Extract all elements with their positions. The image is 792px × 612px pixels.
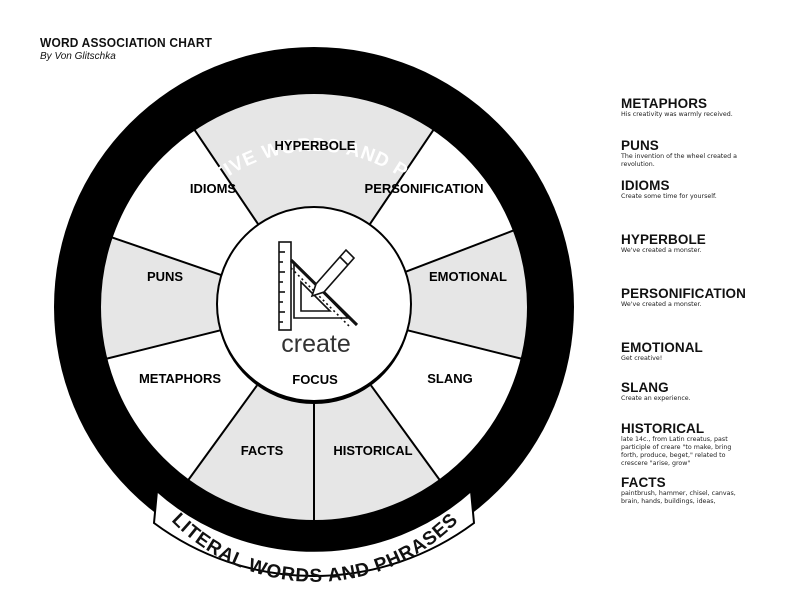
segment-metaphors <box>106 330 257 481</box>
segment-label-puns: PUNS <box>147 269 183 284</box>
segment-label-facts: FACTS <box>241 443 284 458</box>
segment-labels: HYPERBOLE PERSONIFICATION EMOTIONAL SLANG HI… <box>139 138 507 458</box>
segment-label-slang: SLANG <box>427 371 473 386</box>
segment-label-hyperbole: HYPERBOLE <box>275 138 356 153</box>
segment-divider <box>367 129 435 228</box>
segment-label-personification: PERSONIFICATION <box>365 181 484 196</box>
segment-dividers <box>106 129 522 521</box>
segment-label-idioms: IDIOMS <box>190 181 237 196</box>
segment-divider <box>404 229 515 274</box>
segment-facts <box>188 385 314 521</box>
segment-divider <box>193 129 261 228</box>
segment-group <box>100 92 528 521</box>
segment-personification <box>368 129 514 273</box>
center-create-label: create <box>281 330 350 358</box>
segment-idioms <box>111 129 260 276</box>
focus-label: FOCUS <box>292 372 338 387</box>
center-circle <box>216 206 412 402</box>
segment-divider <box>370 384 441 481</box>
segment-divider <box>106 329 221 360</box>
segment-divider <box>187 384 258 481</box>
segment-puns <box>100 237 223 359</box>
title-block: WORD ASSOCIATION CHART By Von Glitschka <box>40 35 227 62</box>
segment-historical <box>314 385 440 521</box>
segment-label-metaphors: METAPHORS <box>139 371 221 386</box>
literal-band <box>152 488 476 578</box>
segment-divider <box>407 329 522 360</box>
segment-label-emotional: EMOTIONAL <box>429 269 507 284</box>
segment-slang <box>371 330 522 481</box>
pencil-ruler-set-square-icon <box>278 241 359 331</box>
chart-title: WORD ASSOCIATION CHART <box>40 35 213 50</box>
segment-divider <box>111 236 223 277</box>
segment-hyperbole <box>194 92 434 227</box>
inner-ring-border <box>99 92 529 522</box>
author-byline: By Von Glitschka <box>40 51 116 62</box>
segment-label-historical: HISTORICAL <box>333 443 412 458</box>
segment-emotional <box>404 230 528 359</box>
